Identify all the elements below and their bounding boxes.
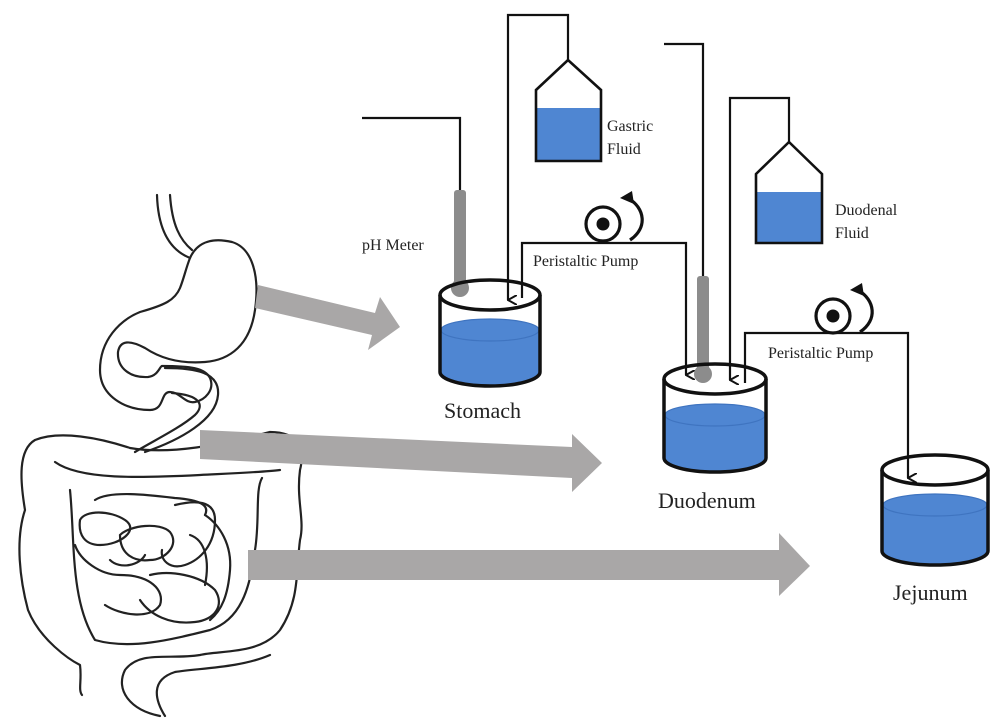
arrow-to-duodenum (200, 430, 602, 492)
large-intestine-outline (18, 430, 303, 718)
arrow-to-stomach (255, 285, 400, 350)
rotation-arrow-icon (627, 196, 644, 242)
gastric-feed-tube (506, 13, 570, 300)
gastric-fluid-reservoir: Gastric Fluid (506, 13, 653, 300)
jejunum-vessel: Jejunum (880, 453, 990, 605)
duodenal-feed-tube (728, 96, 791, 380)
stomach-vessel: Stomach (438, 278, 542, 423)
small-intestine-coils (73, 493, 232, 624)
ph-meter-duodenum (664, 42, 712, 383)
arrow-to-jejunum (248, 533, 810, 596)
pump1-tube (520, 241, 686, 375)
rotation-arrow-icon (857, 288, 874, 334)
duodenal-fluid-label-1: Duodenal (835, 202, 898, 219)
gi-tract-illustration (18, 193, 303, 718)
stomach-label: Stomach (444, 398, 521, 423)
ph-meter-stomach: pH Meter (362, 116, 469, 297)
transverse-colon-inner (53, 460, 282, 646)
mapping-arrows (200, 285, 810, 596)
stomach-outline (98, 239, 258, 412)
duodenal-fluid-reservoir: Duodenal Fluid (728, 96, 898, 380)
duodenum-outline (133, 366, 220, 454)
pump1-label: Peristaltic Pump (533, 253, 638, 270)
esophagus (155, 193, 194, 260)
ph-meter-label: pH Meter (362, 237, 424, 254)
jejunum-label: Jejunum (893, 580, 968, 605)
duodenal-fluid-label-2: Fluid (835, 225, 869, 242)
gastric-fluid-label-2: Fluid (607, 141, 641, 158)
duodenum-vessel: Duodenum (658, 362, 768, 513)
duodenum-label: Duodenum (658, 488, 756, 513)
peristaltic-pump-1: Peristaltic Pump (520, 191, 686, 375)
pump2-label: Peristaltic Pump (768, 345, 873, 362)
gastric-fluid-label-1: Gastric (607, 118, 653, 135)
peristaltic-pump-2: Peristaltic Pump (743, 283, 908, 478)
